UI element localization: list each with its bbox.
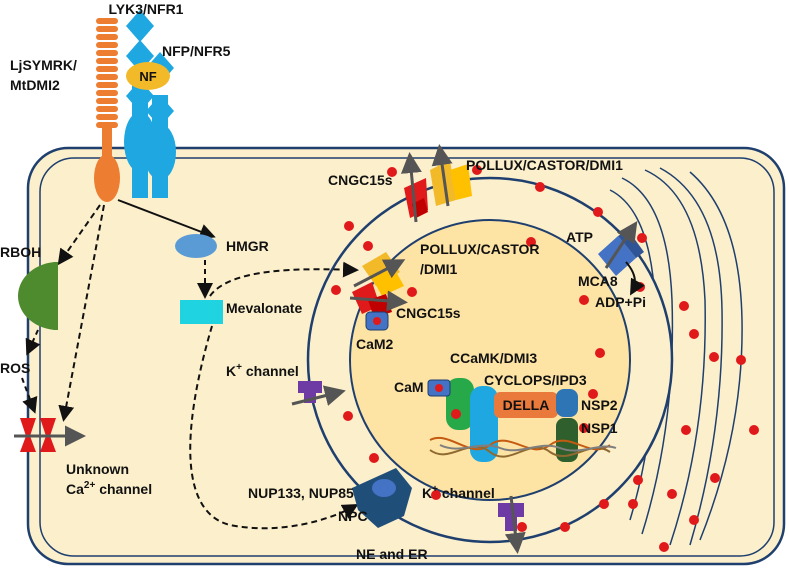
lyk3-nfr1-label: LYK3/NFR1 [109,1,184,17]
npc-label: NPC [338,508,368,524]
k-channel-left-icon [291,381,346,406]
symrk-label-line2: MtDMI2 [10,77,60,93]
atp-label: ATP [566,229,593,245]
ccamk-label: CCaMK/DMI3 [450,350,537,366]
adp-label: ADP+Pi [595,294,646,310]
arrow-to-hmgr [117,199,216,240]
k-channel-bottom-label: K+ channel [422,484,495,501]
nfp-nfr5-label: NFP/NFR5 [162,43,231,59]
symrk-label-line1: LjSYMRK/ [10,57,77,73]
cngc15s-outer-label: CNGC15s [328,172,393,188]
mevalonate-label: Mevalonate [226,300,302,316]
nsp2-icon [556,389,578,417]
nsp2-label: NSP2 [581,397,618,413]
arrow-ros-to-channel [21,377,38,414]
cngc15s-outer-icon [400,152,428,223]
arrow-to-unknown-channel [58,204,105,422]
mca8-icon [598,221,644,276]
mca8-label: MCA8 [578,273,618,289]
npc-icon [352,468,412,528]
rboh-shape [18,262,58,330]
unknown-channel-label-line1: Unknown [66,461,129,477]
cam-icon [427,379,451,397]
nsp1-label: NSP1 [581,420,618,436]
cyclops-icon [470,386,498,462]
unknown-ca-channel-icon [14,418,86,452]
dna-helix [429,437,617,458]
pollux-outer-icon [430,144,472,207]
atp-arrow [625,261,645,296]
mevalonate-icon [180,300,223,324]
hmgr-icon [175,234,217,258]
cam2-label: CaM2 [356,336,394,352]
pollux-inner-label-line1: POLLUX/CASTOR [420,241,540,257]
arrow-to-rboh [57,204,101,266]
nup-label: NUP133, NUP85 [248,485,354,501]
cyclops-label: CYCLOPS/IPD3 [484,372,587,388]
k-channel-left-label: K+ channel [226,362,299,379]
pollux-inner-icon [353,252,406,296]
hmgr-label: HMGR [226,238,269,254]
nod-factor: NF [126,62,170,90]
ccamk-icon [446,378,474,430]
symrk-receptor [94,18,120,202]
della-icon [494,392,558,418]
endoplasmic-reticulum [609,167,743,546]
della-label: DELLA [503,397,550,413]
cngc15s-inner-label: CNGC15s [396,305,461,321]
pollux-inner-label-line2: /DMI1 [420,261,458,277]
k-channel-bottom-icon [498,495,526,554]
pollux-outer-label: POLLUX/CASTOR/DMI1 [466,157,623,173]
arrow-rboh-to-ros [25,329,41,356]
ros-label: ROS [0,360,30,376]
unknown-channel-label-line2: Ca2+ channel [66,480,152,497]
arrow-mevalonate-to-pollux [209,261,359,297]
nf-label: NF [139,69,156,84]
ne-er-label: NE and ER [356,546,428,562]
rboh-label: RBOH [0,244,41,260]
cam-label: CaM [394,379,424,395]
